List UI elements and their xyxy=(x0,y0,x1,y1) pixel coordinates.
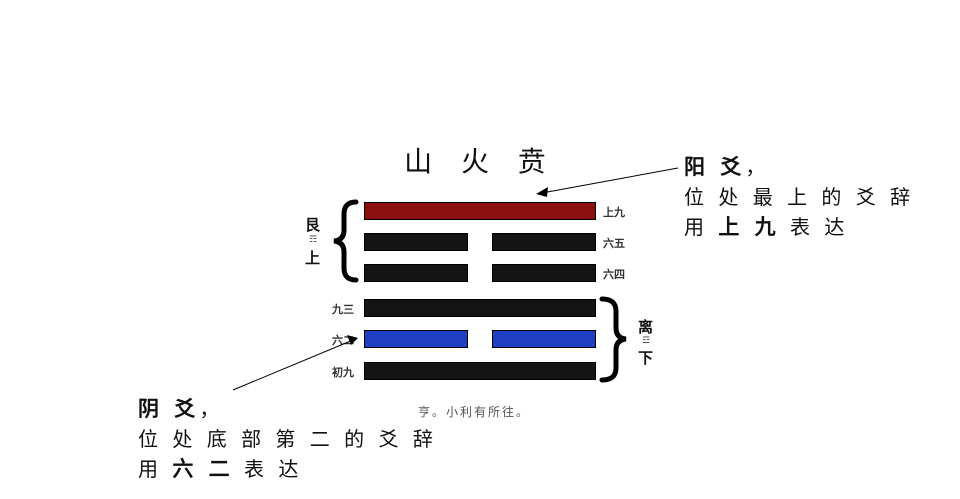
annotation-top: 阳 爻， 位 处 最 上 的 爻 辞 用 上 九 表 达 xyxy=(684,152,914,242)
annotation-top-line3-prefix: 用 xyxy=(684,215,708,239)
arrow-head-bottom xyxy=(347,335,358,345)
annotation-bottom-line3-prefix: 用 xyxy=(138,457,162,481)
line-six-five-right xyxy=(492,233,596,251)
annotation-top-line2: 位 处 最 上 的 爻 辞 xyxy=(684,185,915,209)
line-six-five-left xyxy=(364,233,468,251)
upper-trigram-brace xyxy=(333,199,359,283)
lower-trigram-name: 离 xyxy=(638,318,654,336)
lower-trigram-brace xyxy=(599,296,627,383)
upper-trigram-symbol: ☶ xyxy=(309,235,318,245)
annotation-bottom-line3-suffix: 表 达 xyxy=(244,457,303,481)
line-first-nine xyxy=(364,362,596,380)
annotation-bottom-line2: 位 处 底 部 第 二 的 爻 辞 xyxy=(138,427,437,451)
annotation-top-heading: 阳 爻 xyxy=(684,155,746,179)
line-label-first-nine: 初九 xyxy=(332,366,354,379)
line-label-top-nine: 上九 xyxy=(603,206,625,219)
lower-trigram-position: 下 xyxy=(638,349,654,367)
line-six-two-right xyxy=(492,330,596,348)
annotation-bottom-heading: 阴 爻 xyxy=(138,397,200,421)
annotation-bottom-line3-bold: 六 二 xyxy=(172,457,234,481)
diagram-title: 山 火 贲 xyxy=(404,145,556,178)
upper-trigram-position: 上 xyxy=(305,249,321,267)
line-nine-three xyxy=(364,299,596,317)
annotation-top-line3-bold: 上 九 xyxy=(718,215,780,239)
line-six-four-left xyxy=(364,264,468,282)
annotation-top-line3-suffix: 表 达 xyxy=(790,215,849,239)
line-label-nine-three: 九三 xyxy=(332,303,354,316)
line-label-six-four: 六四 xyxy=(603,268,625,281)
lower-trigram-symbol: ☲ xyxy=(642,336,651,346)
annotation-bottom-comma: ， xyxy=(199,397,224,421)
arrow-to-six-two xyxy=(232,339,354,391)
line-six-two-left xyxy=(364,330,468,348)
line-top-nine xyxy=(364,202,596,220)
judgment-text: 亨。小利有所往。 xyxy=(418,405,531,419)
arrow-head-top xyxy=(536,187,548,197)
arrow-to-top-line xyxy=(541,167,679,194)
upper-trigram-name: 艮 xyxy=(305,216,321,234)
line-label-six-five: 六五 xyxy=(603,237,625,250)
annotation-top-comma: ， xyxy=(745,155,770,179)
annotation-bottom: 阴 爻， 位 处 底 部 第 二 的 爻 辞 用 六 二 表 达 xyxy=(138,394,437,484)
line-six-four-right xyxy=(492,264,596,282)
